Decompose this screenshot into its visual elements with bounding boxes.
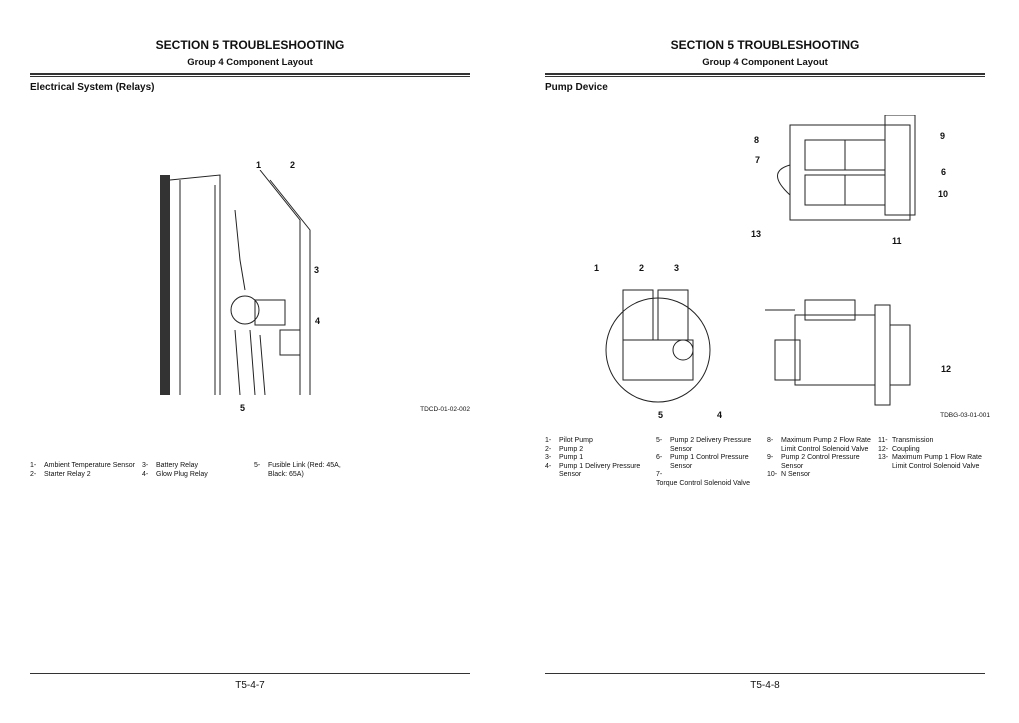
- pump-side-view: [765, 299, 911, 406]
- callout-3: 3: [674, 263, 680, 273]
- legend-column: 1-Pilot Pump 2-Pump 2 3-Pump 1 4-Pump 1 …: [545, 437, 641, 478]
- callout-4: 4: [315, 316, 321, 326]
- legend-column: 8-Maximum Pump 2 Flow Rate Limit Control…: [767, 437, 871, 478]
- page-number: T5-4-8: [750, 680, 780, 691]
- callout-9: 9: [940, 131, 946, 141]
- callout-10: 10: [938, 189, 949, 199]
- figure-code: TDCD-01-02-002: [420, 406, 470, 413]
- pump-front-view: [605, 289, 711, 403]
- callout-13: 13: [751, 229, 762, 239]
- left-page: SECTION 5 TROUBLESHOOTING Group 4 Compon…: [30, 0, 470, 723]
- legend-column: 5-Pump 2 Delivery Pressure Sensor 6-Pump…: [656, 437, 752, 487]
- figure-code: TDBG-03-01-001: [940, 412, 990, 419]
- header-rule: [30, 73, 470, 77]
- group-title: Group 4 Component Layout: [702, 57, 828, 68]
- legend-item: 5-Fusible Link (Red: 45A, Black: 65A): [254, 462, 341, 478]
- callout-2: 2: [639, 263, 645, 273]
- callout-12: 12: [941, 364, 952, 374]
- callout-1: 1: [594, 263, 600, 273]
- callout-1: 1: [256, 160, 262, 170]
- callout-3: 3: [314, 265, 320, 275]
- section-title: SECTION 5 TROUBLESHOOTING: [670, 38, 860, 52]
- pump-top-view: [777, 115, 916, 221]
- callout-8: 8: [754, 135, 760, 145]
- callout-2: 2: [290, 160, 296, 170]
- group-title: Group 4 Component Layout: [187, 57, 313, 68]
- footer-rule: [30, 673, 470, 674]
- callout-7: 7: [755, 155, 761, 165]
- relay-diagram: [160, 170, 311, 396]
- figure-title: Pump Device: [545, 82, 608, 93]
- callout-5: 5: [240, 403, 246, 413]
- callout-11: 11: [892, 236, 902, 246]
- callout-4: 4: [717, 410, 723, 420]
- legend-column: 11-Transmission 12-Coupling 13-Maximum P…: [878, 437, 982, 470]
- figure-title: Electrical System (Relays): [30, 82, 155, 93]
- right-page: SECTION 5 TROUBLESHOOTING Group 4 Compon…: [545, 0, 990, 723]
- header-rule: [545, 73, 985, 77]
- section-title: SECTION 5 TROUBLESHOOTING: [155, 38, 345, 52]
- callout-6: 6: [941, 167, 947, 177]
- callout-5: 5: [658, 410, 664, 420]
- page-number: T5-4-7: [235, 680, 265, 691]
- footer-rule: [545, 673, 985, 674]
